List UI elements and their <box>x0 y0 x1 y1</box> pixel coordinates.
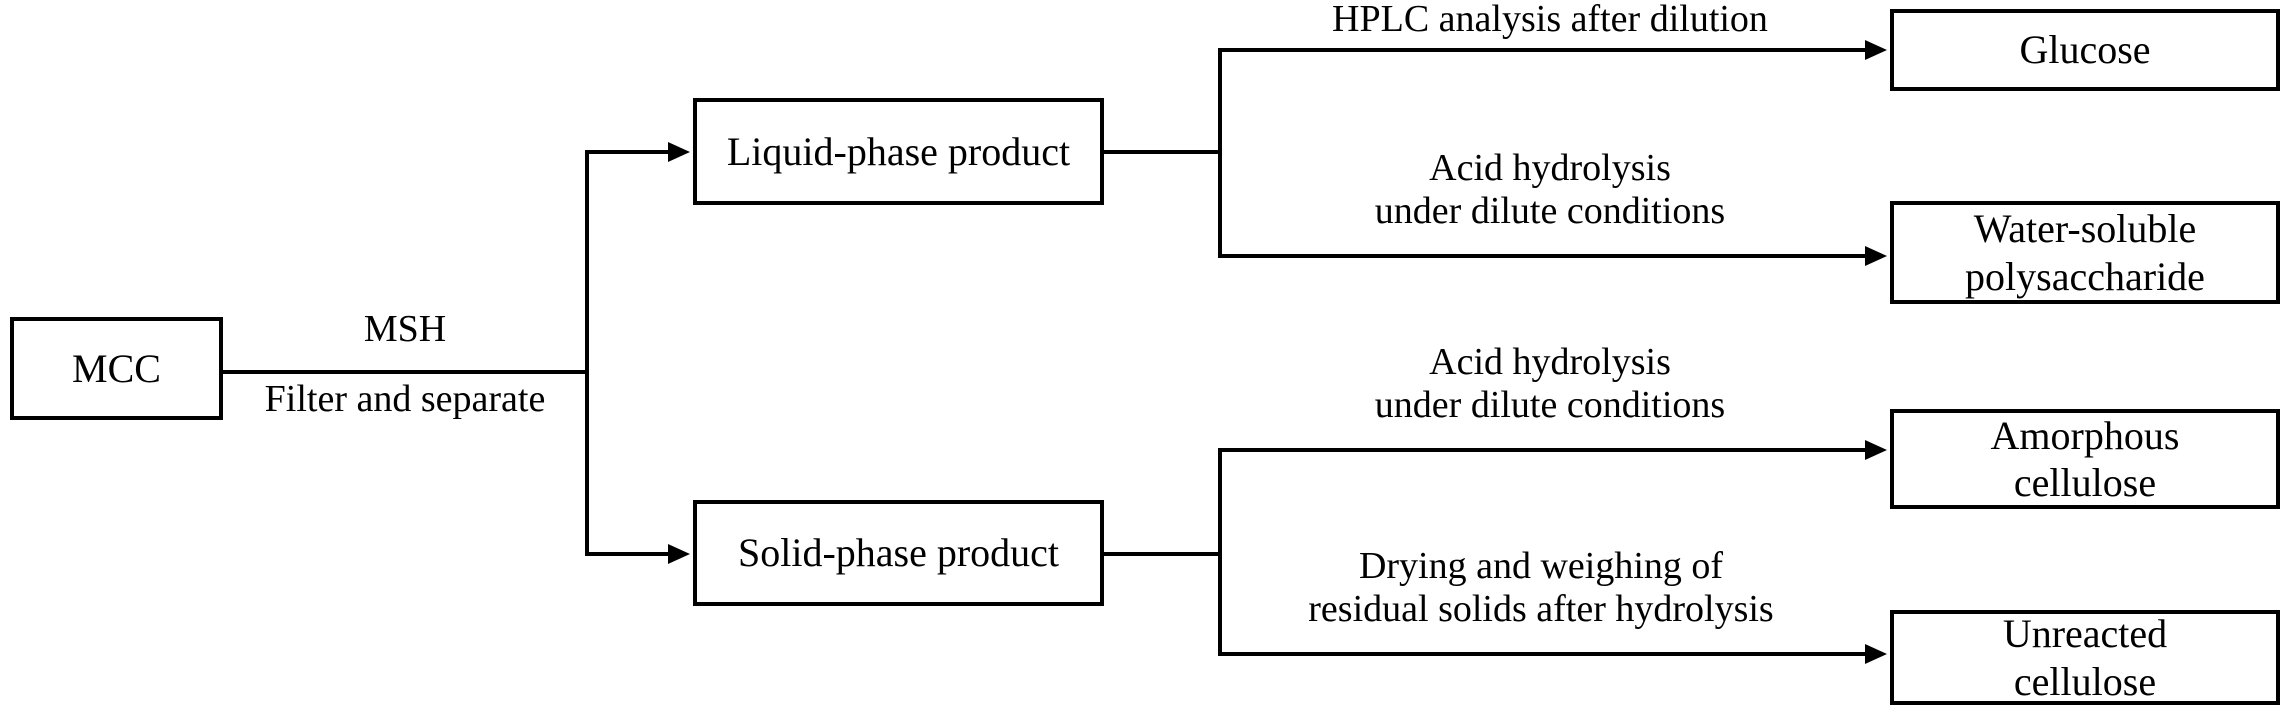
node-amorphous-cellulose-label: Amorphous cellulose <box>1990 412 2180 505</box>
node-solid-phase-product[interactable]: Solid-phase product <box>693 500 1104 606</box>
arrow-to-liquid <box>668 142 690 162</box>
arrow-to-unreacted <box>1865 644 1887 664</box>
arrow-to-amorphous <box>1865 440 1887 460</box>
edge-liquid-to-water-soluble <box>1218 254 1868 258</box>
edge-label-filter-separate: Filter and separate <box>264 378 546 420</box>
edge-label-msh-top: MSH <box>363 308 447 350</box>
split-bar-solid-outputs <box>1218 448 1222 656</box>
node-glucose[interactable]: Glucose <box>1890 9 2280 91</box>
split-bar-liquid-outputs <box>1218 48 1222 258</box>
arrow-to-water-soluble <box>1865 246 1887 266</box>
edge-solid-to-unreacted <box>1218 652 1868 656</box>
node-liquid-phase-product-label: Liquid-phase product <box>726 128 1071 174</box>
node-mcc[interactable]: MCC <box>10 317 223 420</box>
edge-liquid-to-glucose <box>1218 48 1868 52</box>
node-glucose-label: Glucose <box>2019 27 2151 73</box>
arrow-to-glucose <box>1865 40 1887 60</box>
edge-solid-to-amorphous <box>1218 448 1868 452</box>
edge-label-acid-hydrolysis-solid: Acid hydrolysis under dilute conditions <box>1374 341 1726 427</box>
edge-label-hplc-analysis: HPLC analysis after dilution <box>1332 0 1768 40</box>
node-mcc-label: MCC <box>72 345 161 391</box>
edge-split-to-solid <box>585 552 671 556</box>
node-amorphous-cellulose[interactable]: Amorphous cellulose <box>1890 409 2280 509</box>
edge-liquid-to-split <box>1104 150 1222 154</box>
node-water-soluble-polysaccharide-label: Water-soluble polysaccharide <box>1965 206 2205 299</box>
node-unreacted-cellulose-label: Unreacted cellulose <box>2002 611 2168 704</box>
edge-label-drying-weighing: Drying and weighing of residual solids a… <box>1308 545 1774 631</box>
edge-solid-to-split <box>1104 552 1222 556</box>
edge-mcc-to-split <box>223 370 587 374</box>
edge-label-acid-hydrolysis-liquid: Acid hydrolysis under dilute conditions <box>1374 147 1726 233</box>
edge-split-to-liquid <box>585 150 671 154</box>
arrow-to-solid <box>668 544 690 564</box>
node-unreacted-cellulose[interactable]: Unreacted cellulose <box>1890 610 2280 705</box>
node-liquid-phase-product[interactable]: Liquid-phase product <box>693 98 1104 205</box>
node-solid-phase-product-label: Solid-phase product <box>737 530 1060 576</box>
node-water-soluble-polysaccharide[interactable]: Water-soluble polysaccharide <box>1890 201 2280 304</box>
split-bar-phases <box>585 150 589 556</box>
